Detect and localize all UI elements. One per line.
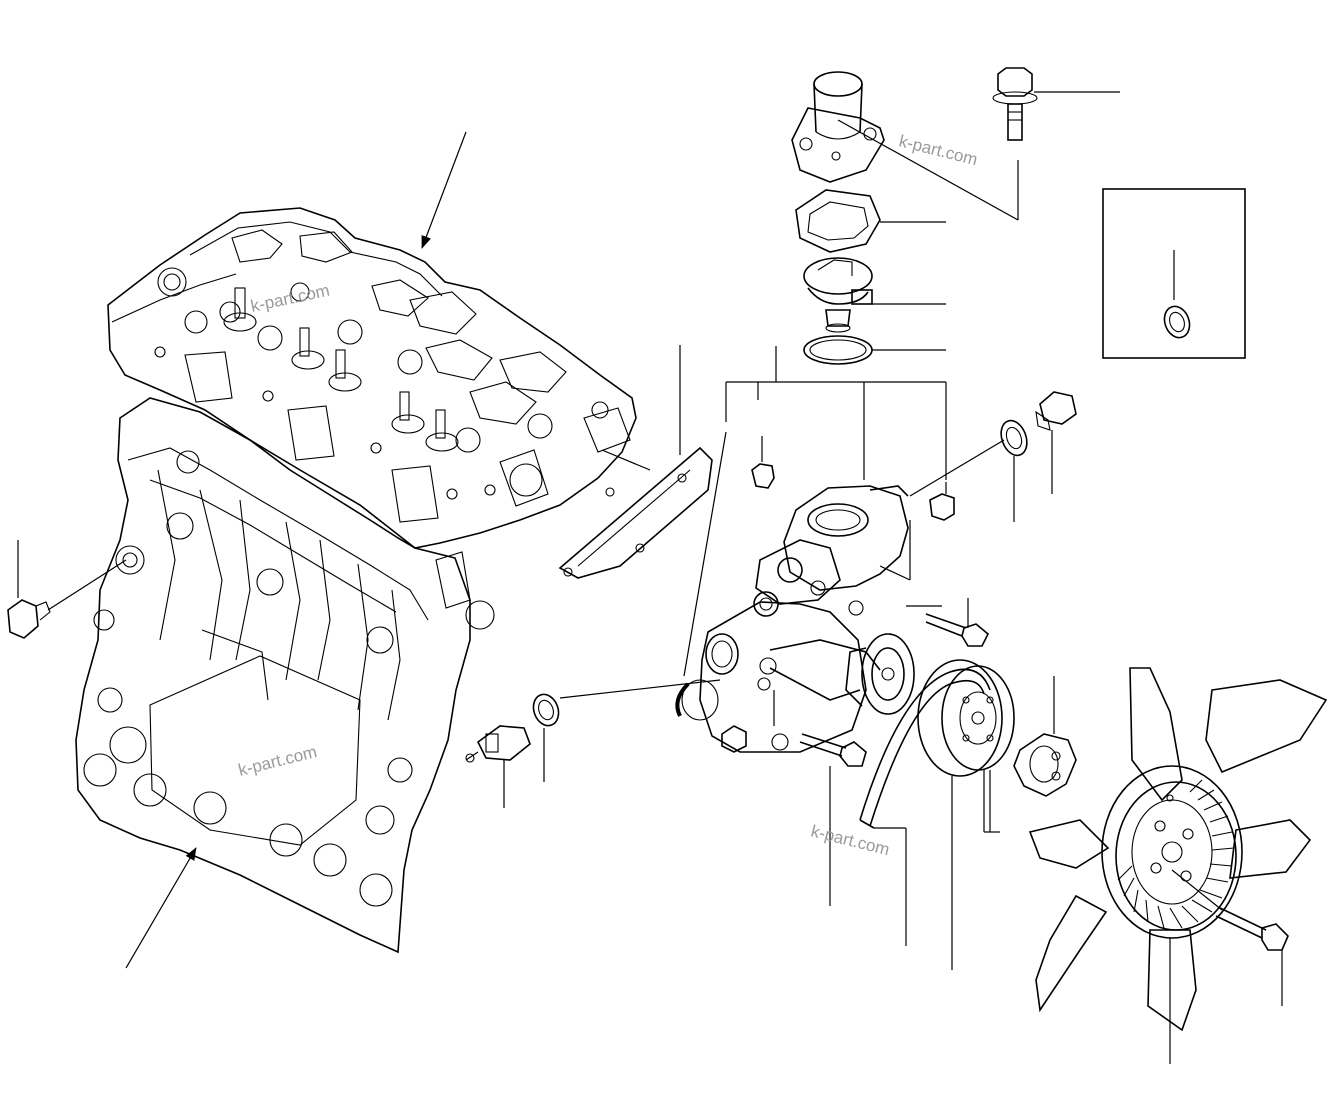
thermostat-o-ring	[803, 335, 946, 365]
pump-bolt-lower	[773, 690, 867, 906]
pump-plug	[751, 436, 775, 489]
pump-o-ring	[675, 431, 727, 721]
v-belt	[859, 668, 991, 946]
watermark-text: k-part.com	[897, 131, 980, 169]
water-outlet-gasket	[558, 345, 713, 579]
sealing-washer	[1000, 419, 1028, 522]
washer-detail	[1102, 188, 1246, 359]
fan-pulley	[917, 659, 1015, 970]
water-pump-body	[559, 439, 1005, 753]
fan-bolt	[1171, 869, 1289, 1006]
plug-bolt	[1035, 391, 1077, 494]
sender-washer	[532, 693, 560, 782]
temperature-sender	[465, 725, 531, 808]
cover-gasket	[795, 189, 946, 253]
arrow-icon	[421, 131, 467, 249]
pump-bolt	[906, 598, 989, 647]
engine-block	[75, 397, 495, 954]
drain-plug	[7, 540, 127, 639]
arrow-icon	[125, 847, 197, 969]
assembly-brackets	[725, 346, 947, 480]
fan-spacer	[1013, 676, 1077, 797]
outlet-plug	[929, 482, 955, 521]
callout-arrows	[125, 131, 467, 969]
cylinder-head	[107, 207, 637, 549]
thermostat-cover	[791, 71, 1019, 221]
cooling-fan	[1028, 667, 1328, 1064]
watermark-text: k-part.com	[809, 821, 892, 859]
watermark-text: k-part.com	[249, 281, 331, 316]
thermostat	[803, 257, 946, 333]
watermark-text: k-part.com	[236, 742, 319, 780]
cover-bolt	[992, 67, 1120, 141]
